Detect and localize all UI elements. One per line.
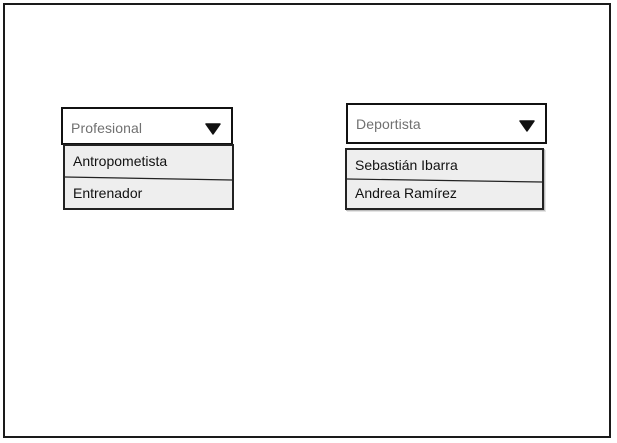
- profesional-select-label: Profesional: [71, 120, 143, 136]
- option-antropometista[interactable]: Antropometista: [65, 146, 232, 176]
- option-divider: [347, 178, 542, 183]
- profesional-options-list: Antropometista Entrenador: [63, 144, 234, 210]
- triangle-down-icon: [205, 123, 221, 135]
- deportista-options-list: Sebastián Ibarra Andrea Ramírez: [345, 148, 544, 210]
- option-andrea-ramirez[interactable]: Andrea Ramírez: [347, 178, 542, 208]
- option-sebastian-ibarra[interactable]: Sebastián Ibarra: [347, 150, 542, 180]
- option-label: Antropometista: [73, 153, 168, 169]
- option-label: Andrea Ramírez: [355, 185, 457, 201]
- option-label: Sebastián Ibarra: [355, 157, 458, 173]
- option-label: Entrenador: [73, 185, 143, 201]
- profesional-select[interactable]: Profesional: [61, 107, 233, 145]
- wireframe-canvas: Profesional Antropometista Entrenador De…: [3, 3, 611, 438]
- option-entrenador[interactable]: Entrenador: [65, 178, 232, 208]
- triangle-down-icon: [519, 120, 535, 132]
- deportista-select[interactable]: Deportista: [346, 103, 547, 144]
- deportista-select-label: Deportista: [356, 116, 421, 132]
- option-divider: [65, 176, 232, 181]
